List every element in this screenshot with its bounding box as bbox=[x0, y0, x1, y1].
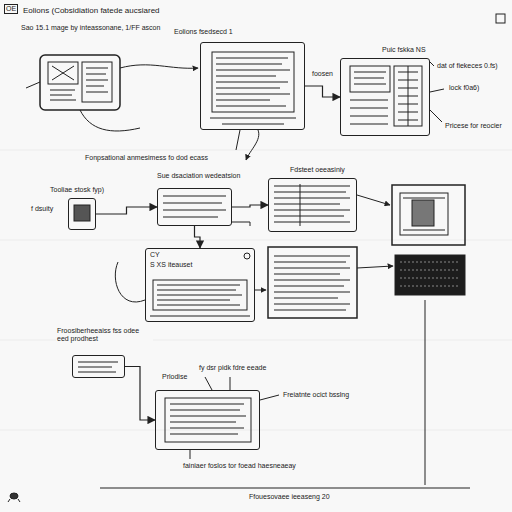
connector-arrow bbox=[195, 226, 201, 248]
connector-arrow bbox=[232, 205, 268, 207]
leader-line bbox=[246, 130, 259, 160]
note-label: Fonpsational anmesimess fo dod ecass bbox=[84, 154, 209, 162]
note-label: lock f0a6) bbox=[448, 84, 480, 92]
leader-line bbox=[205, 377, 212, 390]
leader-line bbox=[236, 130, 240, 150]
note-label: Ffouesovaee ieeaseng 20 bbox=[248, 493, 331, 501]
leader-line bbox=[120, 65, 198, 68]
leader-line bbox=[232, 222, 250, 226]
leader-line bbox=[430, 89, 444, 92]
leader-line bbox=[255, 290, 266, 291]
leader-line bbox=[80, 110, 140, 131]
leader-line bbox=[430, 62, 434, 66]
logo-label: OE bbox=[4, 4, 18, 14]
sensor-chip bbox=[74, 205, 90, 221]
box-text: CY bbox=[149, 251, 161, 259]
panel-content bbox=[350, 66, 422, 126]
note-label: f dsuity bbox=[30, 205, 54, 213]
circuit-device bbox=[40, 55, 120, 110]
sensor-box: Tooliae stosk fyp) bbox=[68, 198, 96, 230]
screen-content bbox=[150, 253, 250, 316]
table-box bbox=[268, 247, 357, 318]
corner-mark bbox=[496, 14, 505, 23]
note-label: Sao 15.1 mage by inteassonane, 1/FF asco… bbox=[20, 24, 161, 32]
connector-arrow bbox=[125, 367, 155, 421]
box-heading: Fdsteet oeeasiniy bbox=[289, 166, 346, 174]
leader-line bbox=[115, 262, 145, 302]
footer-line bbox=[100, 488, 470, 489]
box-heading: Froosiberheeaiss fss odee eed prodhest bbox=[56, 327, 153, 344]
note-label: Freiatnte ocict bsslng bbox=[282, 391, 350, 399]
leader-line bbox=[357, 266, 393, 268]
note-label: fainiaer foslos tor foead haesneaeay bbox=[182, 462, 297, 470]
panel-box: Puic fskka NS bbox=[340, 58, 430, 136]
module-box: Froosiberheeaiss fss odee eed prodhest bbox=[72, 355, 125, 378]
table-lines bbox=[274, 184, 350, 226]
text-lines bbox=[163, 196, 226, 217]
leader-line bbox=[430, 110, 442, 122]
box-heading: Prlodise bbox=[161, 373, 188, 381]
connector-arrow bbox=[96, 207, 157, 214]
leader-line bbox=[260, 395, 279, 400]
leader-line bbox=[190, 450, 191, 459]
device-box: Prlodise bbox=[155, 390, 260, 450]
box-heading: Puic fskka NS bbox=[381, 46, 427, 54]
note-label: dat of fiekeces 0.fs) bbox=[436, 62, 499, 70]
device-content bbox=[165, 398, 251, 442]
leader-line bbox=[230, 377, 231, 390]
box-heading: Eolions fsedsecd 1 bbox=[173, 28, 234, 36]
diagram-title: Eolions (Cobsidiation fatede aucsiared bbox=[22, 6, 161, 15]
process-box: Sue dsaciation wedeatsion bbox=[157, 188, 232, 226]
box-heading: Tooliae stosk fyp) bbox=[49, 186, 105, 194]
corner-icon bbox=[8, 493, 20, 502]
note-label: foosen bbox=[311, 70, 334, 78]
text-lines bbox=[78, 362, 118, 372]
screen-content bbox=[210, 52, 296, 124]
box-text: S XS iteauset bbox=[149, 261, 193, 269]
leader-line bbox=[357, 195, 390, 205]
note-label: fy dsr pidk fdre eeade bbox=[198, 364, 267, 372]
process-box: Fdsteet oeeasiniy bbox=[268, 178, 357, 232]
divider-line bbox=[425, 300, 426, 485]
note-label: Pricese for reocier bbox=[444, 122, 503, 130]
dark-panel bbox=[395, 255, 465, 295]
connector-arrow bbox=[305, 86, 340, 97]
ruled-background bbox=[0, 150, 512, 430]
box-heading: Sue dsaciation wedeatsion bbox=[156, 172, 241, 180]
monitor-box: Eolions fsedsecd 1 bbox=[200, 42, 305, 130]
chart-box bbox=[392, 185, 465, 245]
leader-line bbox=[26, 82, 40, 88]
screen-box: CY S XS iteauset bbox=[145, 248, 255, 322]
